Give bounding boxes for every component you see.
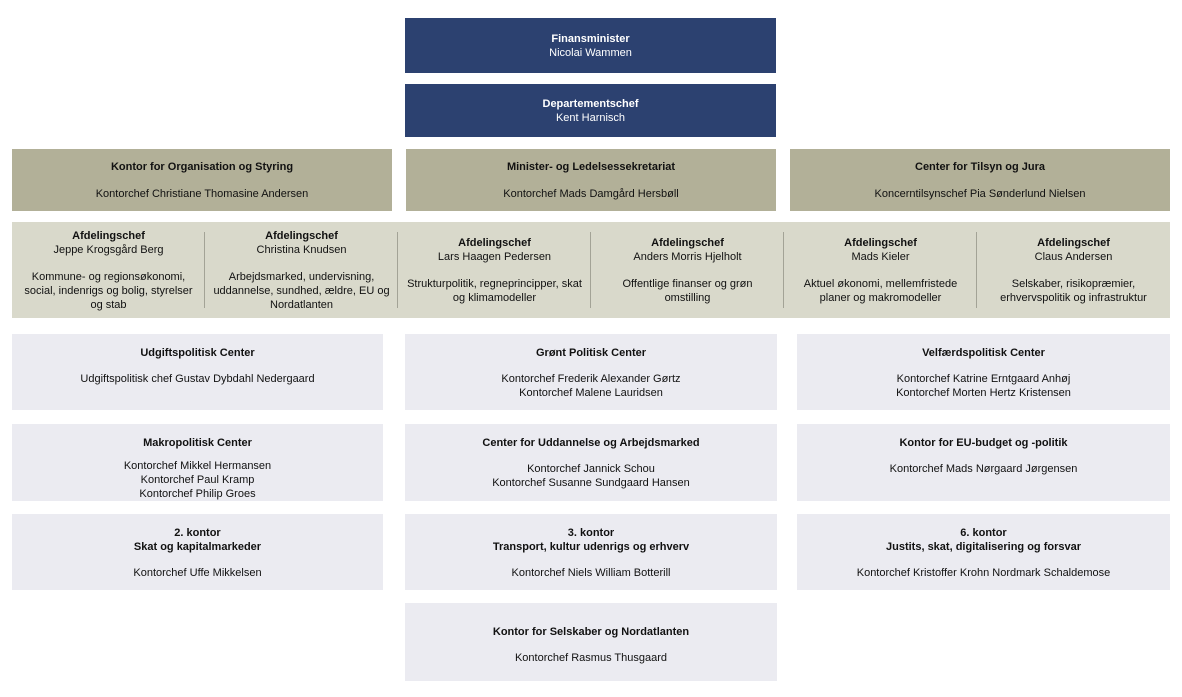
responsibility-area: Aktuel økonomi, mellemfristede planer og… — [803, 277, 958, 304]
responsibility-area: Arbejdsmarked, undervisning, uddannelse,… — [213, 270, 390, 311]
org-box-organisation-og-styring: Kontor for Organisation og Styring Konto… — [12, 149, 392, 211]
org-box-2-kontor: 2. kontor Skat og kapitalmarkeder Kontor… — [12, 514, 383, 590]
box-title: 6. kontor — [960, 527, 1007, 539]
box-title: Velfærdspolitisk Center — [922, 347, 1045, 359]
responsibility-area: Kommune- og regionsøkonomi, social, inde… — [24, 270, 193, 311]
person-name: Kontorchef Morten Hertz Kristensen — [896, 387, 1071, 399]
person-name: Kontorchef Rasmus Thusgaard — [514, 652, 668, 664]
person-name: Kontorchef Niels William Botterill — [511, 567, 671, 579]
person-name: Koncerntilsynschef Pia Sønderlund Nielse… — [874, 187, 1086, 200]
box-title: 3. kontor — [567, 527, 615, 539]
person-name: Kontorchef Frederik Alexander Gørtz — [501, 373, 681, 385]
role-title: Afdelingschef — [1037, 236, 1110, 249]
person-name: Lars Haagen Pedersen — [437, 250, 552, 263]
box-title: Kontor for Organisation og Styring — [110, 160, 294, 173]
afdelingschef-cell: Afdelingschef Christina Knudsen Arbejdsm… — [205, 222, 398, 318]
person-name: Kontorchef Mikkel Hermansen — [123, 460, 272, 472]
person-name: Claus Andersen — [1034, 250, 1113, 263]
person-name: Jeppe Krogsgård Berg — [53, 243, 164, 256]
role-title: Afdelingschef — [651, 236, 724, 249]
org-box-makropolitisk-center: Makropolitisk Center Kontorchef Mikkel H… — [12, 424, 383, 501]
person-name: Kontorchef Paul Kramp — [140, 474, 255, 486]
box-subtitle: Transport, kultur udenrigs og erhverv — [492, 541, 690, 553]
role-title: Afdelingschef — [458, 236, 531, 249]
person-name: Christina Knudsen — [256, 243, 347, 256]
org-box-groent-politisk-center: Grønt Politisk Center Kontorchef Frederi… — [405, 334, 777, 410]
person-name: Kontorchef Mads Damgård Hersbøll — [503, 187, 679, 200]
org-box-udgiftspolitisk-center: Udgiftspolitisk Center Udgiftspolitisk c… — [12, 334, 383, 410]
person-name: Nicolai Wammen — [549, 46, 632, 59]
org-box-3-kontor: 3. kontor Transport, kultur udenrigs og … — [405, 514, 777, 590]
afdelingschef-cell: Afdelingschef Anders Morris Hjelholt Off… — [591, 222, 784, 318]
box-title: Udgiftspolitisk Center — [140, 347, 255, 359]
afdelingschef-strip: Afdelingschef Jeppe Krogsgård Berg Kommu… — [12, 222, 1170, 318]
person-name: Kontorchef Susanne Sundgaard Hansen — [492, 477, 690, 489]
box-title: Center for Uddannelse og Arbejdsmarked — [482, 437, 700, 449]
responsibility-area: Offentlige finanser og grøn omstilling — [622, 277, 753, 304]
org-box-ministersekretariat: Minister- og Ledelsessekretariat Kontorc… — [406, 149, 776, 211]
afdelingschef-cell: Afdelingschef Jeppe Krogsgård Berg Kommu… — [12, 222, 205, 318]
responsibility-area: Strukturpolitik, regneprincipper, skat o… — [407, 277, 582, 304]
person-name: Anders Morris Hjelholt — [633, 250, 742, 263]
person-name: Kontorchef Malene Lauridsen — [519, 387, 663, 399]
person-name: Mads Kieler — [851, 250, 910, 263]
person-name: Kontorchef Jannick Schou — [527, 463, 655, 475]
org-box-center-uddannelse-arbejdsmarked: Center for Uddannelse og Arbejdsmarked K… — [405, 424, 777, 501]
person-name: Kontorchef Katrine Erntgaard Anhøj — [896, 373, 1071, 385]
org-box-tilsyn-og-jura: Center for Tilsyn og Jura Koncerntilsyns… — [790, 149, 1170, 211]
person-name: Kontorchef Philip Groes — [139, 488, 256, 500]
org-box-departementschef: Departementschef Kent Harnisch — [405, 84, 776, 137]
afdelingschef-cell: Afdelingschef Lars Haagen Pedersen Struk… — [398, 222, 591, 318]
box-subtitle: Justits, skat, digitalisering og forsvar — [886, 541, 1081, 553]
person-name: Kontorchef Kristoffer Krohn Nordmark Sch… — [856, 567, 1111, 579]
box-title: Departementschef — [542, 97, 639, 110]
box-title: Kontor for EU-budget og -politik — [899, 437, 1068, 449]
role-title: Afdelingschef — [844, 236, 917, 249]
box-title: Center for Tilsyn og Jura — [915, 160, 1045, 173]
role-title: Afdelingschef — [265, 229, 338, 242]
org-box-finansminister: Finansminister Nicolai Wammen — [405, 18, 776, 73]
person-name: Udgiftspolitisk chef Gustav Dybdahl Nede… — [80, 373, 315, 385]
org-box-6-kontor: 6. kontor Justits, skat, digitalisering … — [797, 514, 1170, 590]
box-title: Finansminister — [551, 32, 630, 45]
person-name: Kontorchef Uffe Mikkelsen — [133, 567, 262, 579]
org-box-eu-budget-politik: Kontor for EU-budget og -politik Kontorc… — [797, 424, 1170, 501]
org-box-selskaber-nordatlanten: Kontor for Selskaber og Nordatlanten Kon… — [405, 603, 777, 681]
box-title: Grønt Politisk Center — [535, 347, 647, 359]
responsibility-area: Selskaber, risikopræmier, erhvervspoliti… — [1000, 277, 1147, 304]
person-name: Kent Harnisch — [555, 111, 626, 124]
box-title: Makropolitisk Center — [143, 437, 252, 449]
person-name: Kontorchef Christiane Thomasine Andersen — [95, 187, 309, 200]
box-title: 2. kontor — [174, 527, 221, 539]
afdelingschef-cell: Afdelingschef Claus Andersen Selskaber, … — [977, 222, 1170, 318]
box-title: Minister- og Ledelsessekretariat — [506, 160, 676, 173]
org-box-velfaerdspolitisk-center: Velfærdspolitisk Center Kontorchef Katri… — [797, 334, 1170, 410]
box-title: Kontor for Selskaber og Nordatlanten — [492, 626, 690, 638]
person-name: Kontorchef Mads Nørgaard Jørgensen — [889, 463, 1078, 475]
box-subtitle: Skat og kapitalmarkeder — [133, 541, 262, 553]
role-title: Afdelingschef — [72, 229, 145, 242]
afdelingschef-cell: Afdelingschef Mads Kieler Aktuel økonomi… — [784, 222, 977, 318]
